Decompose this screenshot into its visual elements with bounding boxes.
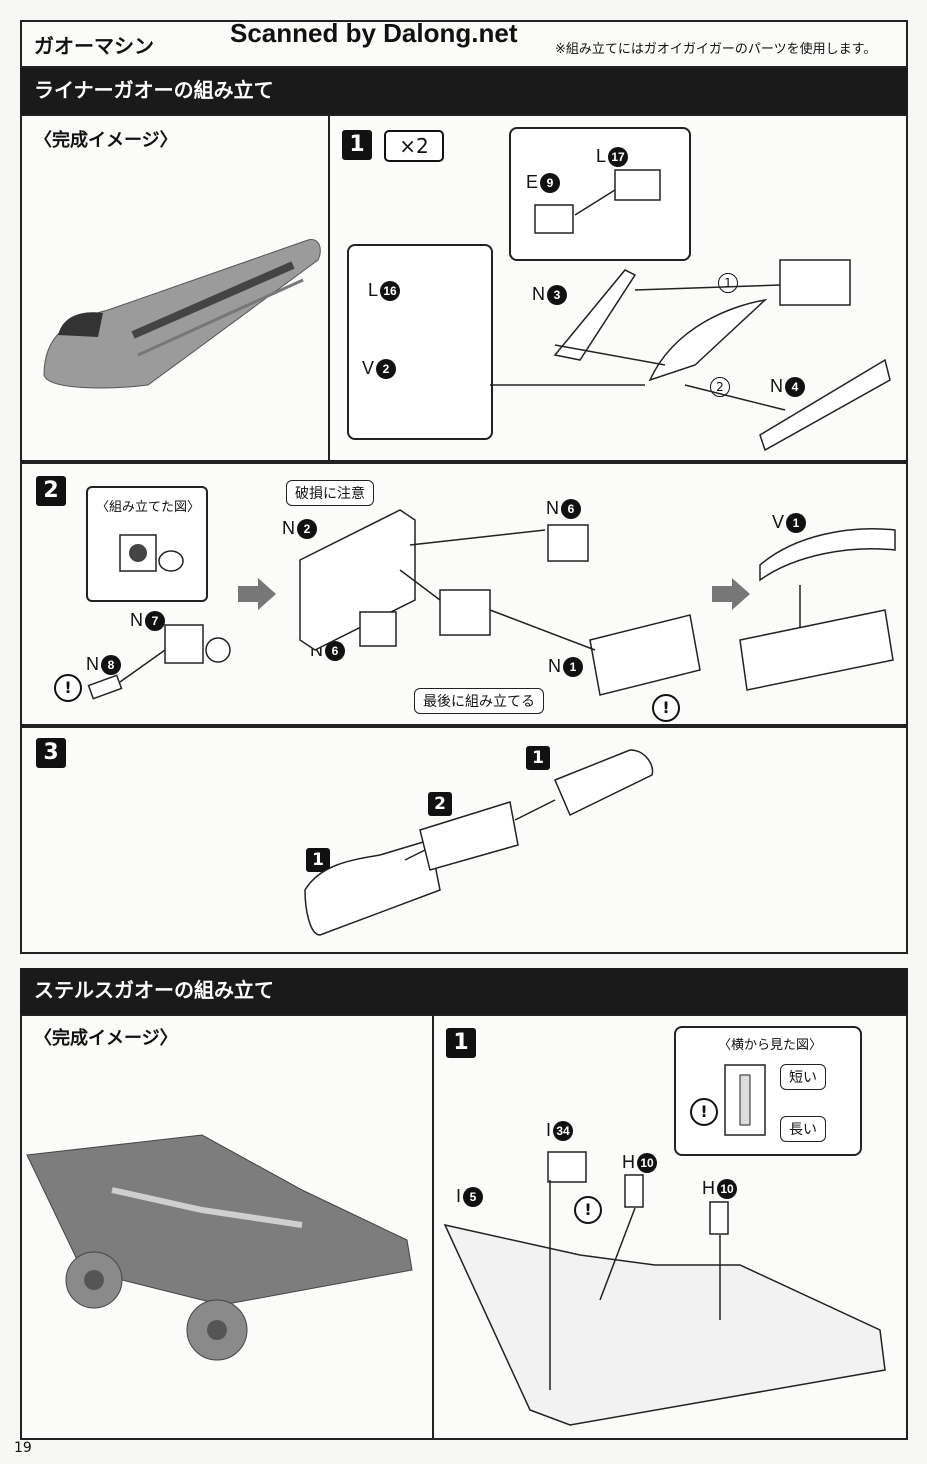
header-box: [20, 20, 908, 68]
liner-train-image: [43, 239, 321, 389]
header-note: ※組み立てにはガオイガイガーのパーツを使用します。: [555, 42, 877, 57]
short-label: 短い: [780, 1064, 826, 1090]
wing-frame-drawing: [443, 1151, 886, 1426]
last-assembly-label: 最後に組み立てる: [414, 688, 544, 714]
assembled-part-drawing: [119, 534, 184, 572]
liner-step2-drawing: [299, 509, 701, 696]
liner-step1-number: 1: [342, 130, 372, 160]
caution-icon-sideview: !: [690, 1098, 718, 1126]
stealth-step1-number: 1: [446, 1028, 476, 1058]
car-number-rear: 1: [306, 848, 330, 872]
step-arrow-1: [238, 578, 276, 610]
stealth-title-bar: ステルスガオーの組み立て: [20, 968, 908, 1014]
joint-parts-drawing: [87, 624, 231, 700]
side-view-drawing: [724, 1064, 766, 1136]
cockpit-parts-drawing: [534, 169, 661, 234]
caution-icon-n8: !: [54, 674, 82, 702]
liner-title-bar: ライナーガオーの組み立て: [20, 68, 908, 114]
stealth-image-caption: 〈完成イメージ〉: [34, 1028, 178, 1049]
caution-icon-n1: !: [652, 694, 680, 722]
side-view-title: 〈横から見た図〉: [718, 1038, 823, 1053]
multiplier-badge: ×2: [384, 130, 444, 162]
roof-assembly-drawing: [739, 528, 896, 691]
liner-step1-drawing: [490, 259, 891, 452]
canopy-detail-inset: [347, 244, 493, 440]
step-arrow-2: [712, 578, 750, 610]
caution-label: 破損に注意: [286, 480, 374, 506]
caution-icon-h10: !: [574, 1196, 602, 1224]
long-label: 長い: [780, 1116, 826, 1142]
order-1: 1: [718, 272, 738, 293]
liner-step3-number: 3: [36, 738, 66, 768]
page-number: 19: [14, 1440, 32, 1456]
assembled-inset-title: 〈組み立てた図〉: [96, 500, 201, 515]
section-title: ガオーマシン: [34, 34, 154, 58]
car-number-front: 1: [526, 746, 550, 770]
side-view-inset: [674, 1026, 862, 1156]
watermark: Scanned by Dalong.net: [230, 18, 518, 48]
liner-step2-number: 2: [36, 476, 66, 506]
train-cars-drawing: [304, 749, 654, 936]
stealth-jet-image: [26, 1134, 413, 1361]
car-number-middle: 2: [428, 792, 452, 816]
liner-image-caption: 〈完成イメージ〉: [34, 130, 178, 151]
